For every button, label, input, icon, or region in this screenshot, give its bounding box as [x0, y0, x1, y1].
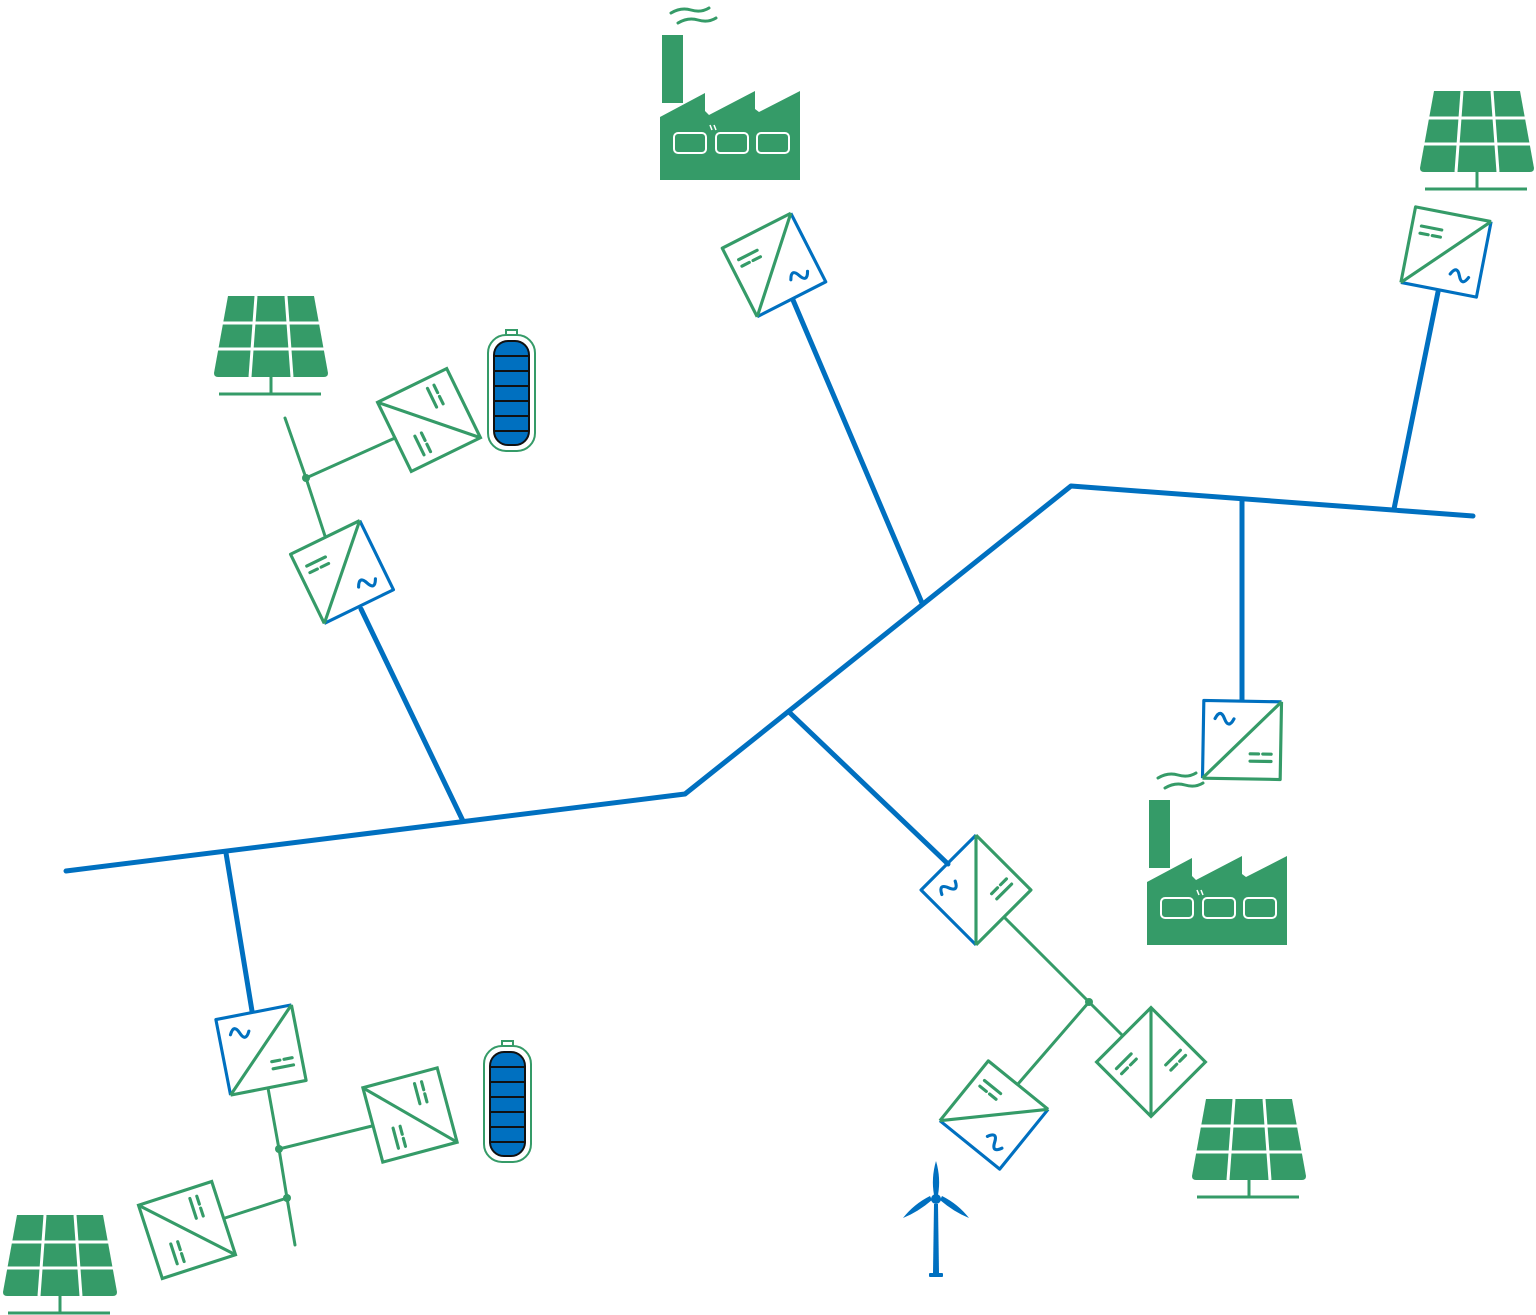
inverter-icon	[1399, 205, 1493, 299]
solar-panel-icon	[1418, 89, 1536, 191]
dc-dc-converter-icon	[375, 366, 483, 474]
inverter-icon	[1200, 698, 1284, 782]
inverter-icon	[288, 518, 396, 626]
inverter-icon	[938, 1059, 1050, 1171]
solar-panel-icon	[212, 294, 330, 396]
solar-panel-icon	[1, 1213, 119, 1315]
inverter-icon	[720, 211, 828, 319]
battery-icon	[487, 329, 536, 452]
ac-bus	[63, 289, 1476, 1014]
factory-icon	[658, 6, 802, 182]
battery-icon	[483, 1040, 532, 1163]
dc-dc-converter-icon	[361, 1066, 459, 1164]
inverter-icon	[214, 1003, 308, 1097]
wind-turbine-icon	[903, 1161, 969, 1277]
solar-panel-icon	[1190, 1097, 1308, 1199]
dc-dc-converter-icon	[136, 1179, 238, 1281]
factory-icon	[1145, 771, 1289, 947]
dc-lines	[223, 416, 1124, 1247]
